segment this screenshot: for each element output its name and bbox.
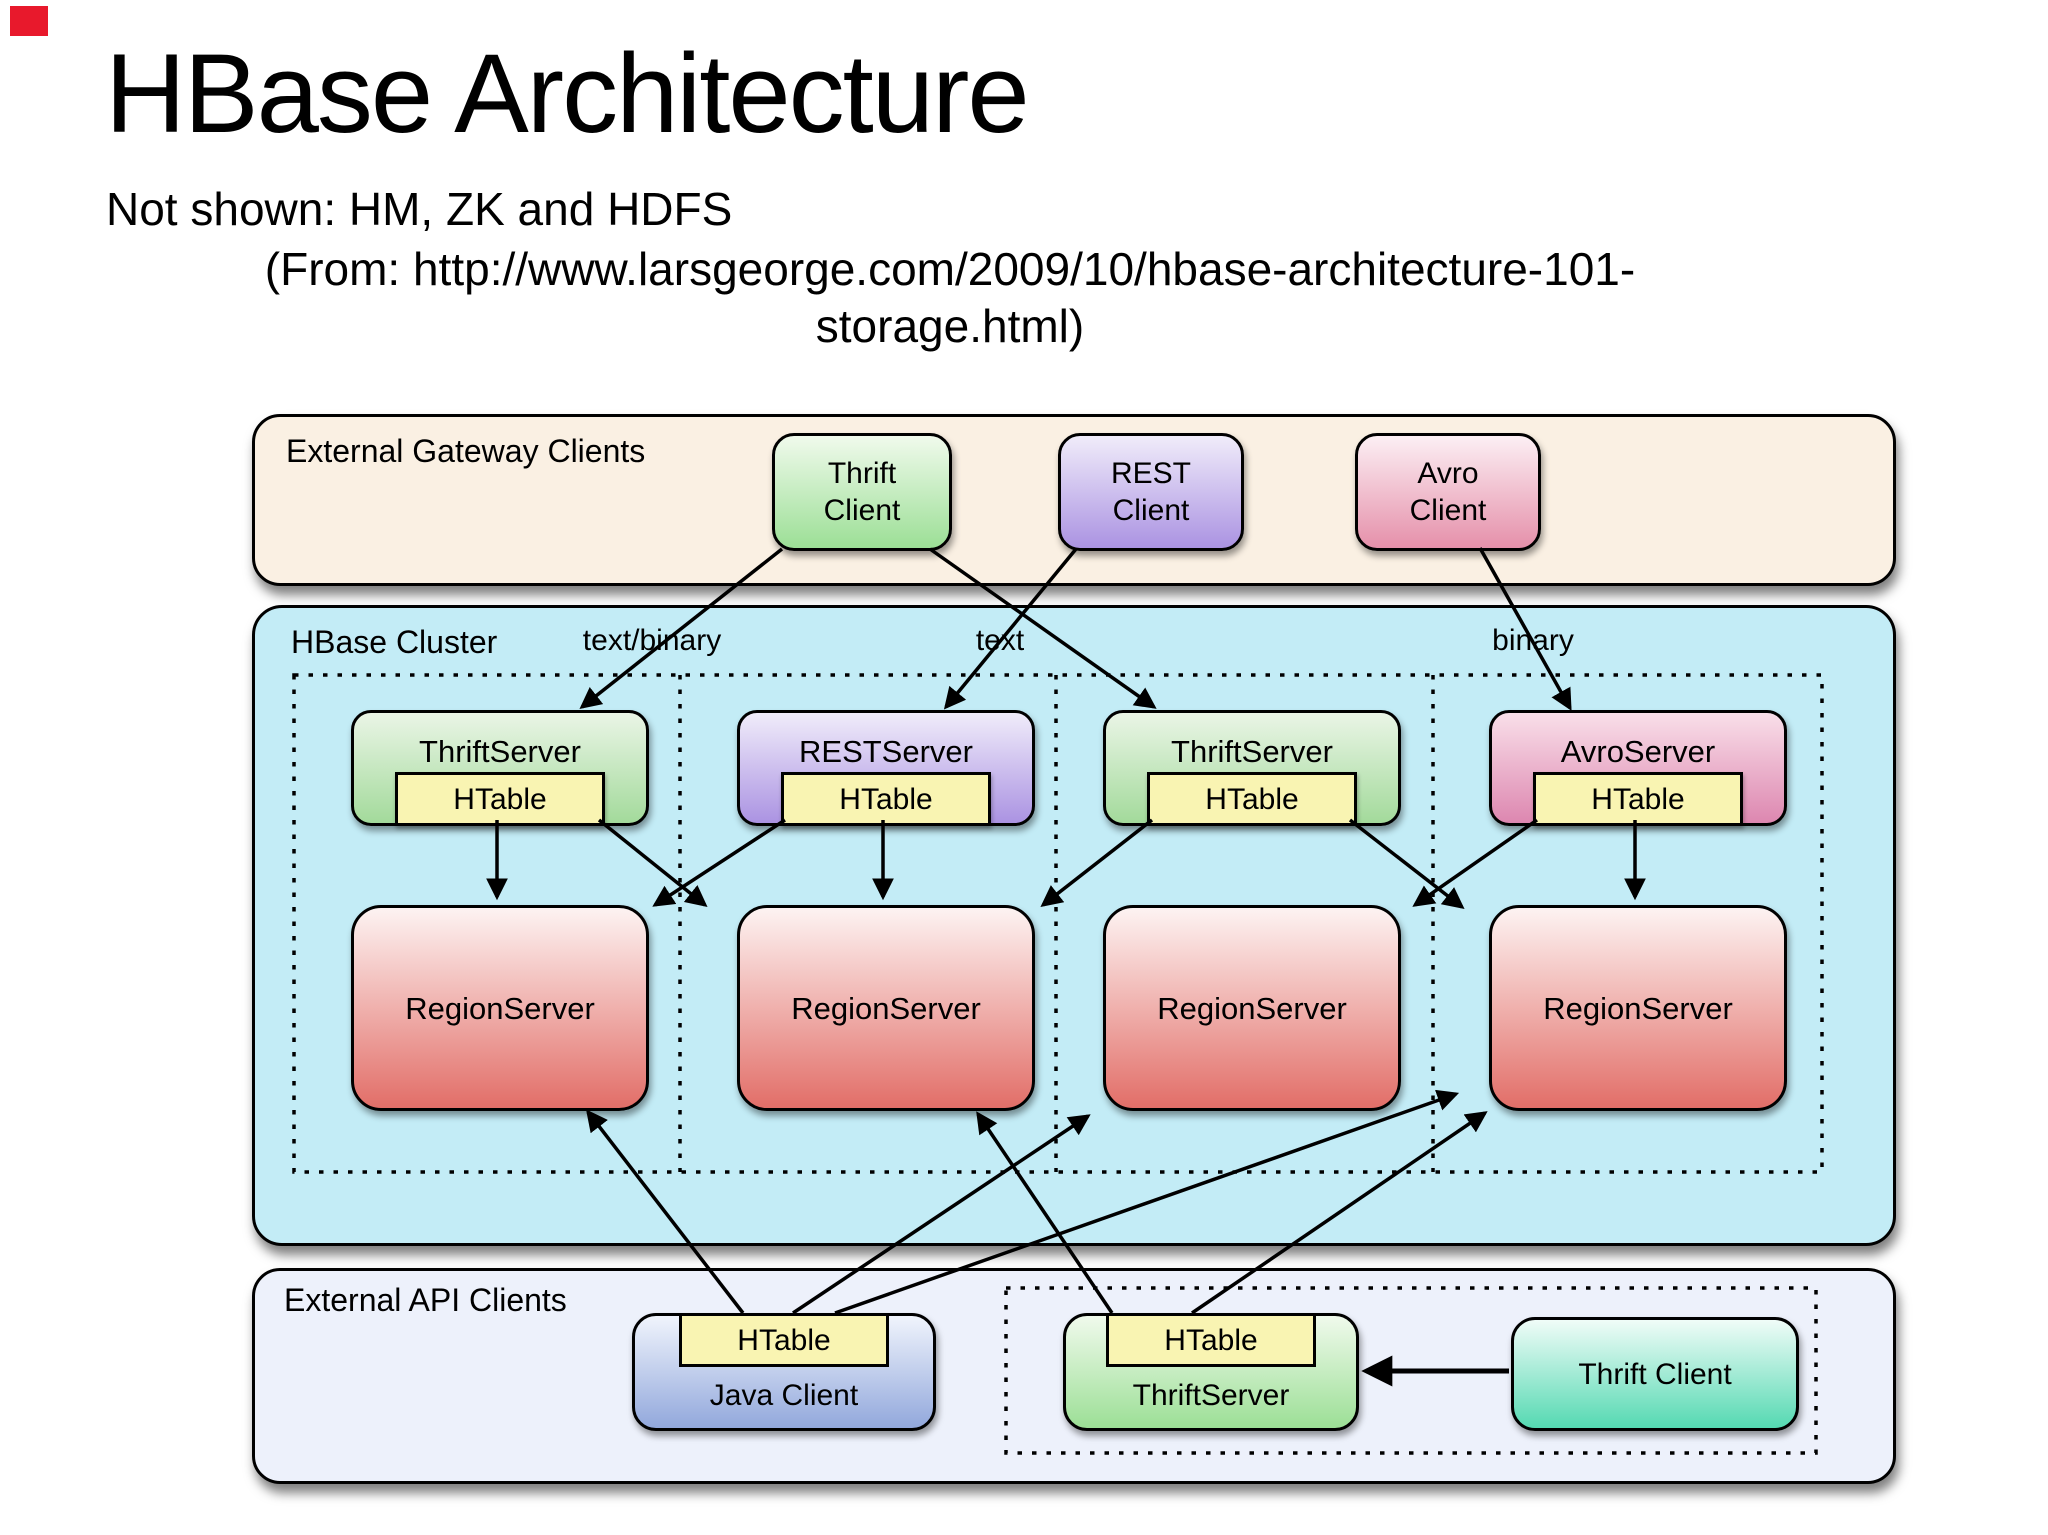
api-thrift-client-title: Thrift Client bbox=[1578, 1357, 1732, 1391]
gateway-panel-label: External Gateway Clients bbox=[286, 433, 646, 469]
htable-box: HTable bbox=[1147, 772, 1357, 826]
cluster-panel-label: HBase Cluster bbox=[291, 624, 498, 660]
htable-box: HTable bbox=[395, 772, 605, 826]
region-server-3-box: RegionServer bbox=[1103, 905, 1401, 1111]
java-client-title: Java Client bbox=[709, 1379, 859, 1412]
subtitle: Not shown: HM, ZK and HDFS bbox=[106, 183, 733, 235]
java-client-box: HTable Java Client bbox=[632, 1313, 936, 1431]
thrift-server-1-box: ThriftServer HTable bbox=[351, 710, 649, 826]
avro-client-box: Avro Client bbox=[1355, 433, 1541, 551]
thrift-server-1-title: ThriftServer bbox=[419, 734, 581, 769]
htable-box: HTable bbox=[1533, 772, 1743, 826]
api-thrift-server-title: ThriftServer bbox=[1132, 1379, 1290, 1412]
page-title: HBase Architecture bbox=[105, 31, 1030, 156]
thrift-client-label-line1: Thrift bbox=[827, 457, 897, 490]
thrift-server-2-title: ThriftServer bbox=[1171, 734, 1333, 769]
rest-server-title: RESTServer bbox=[799, 734, 973, 769]
thrift-server-2-box: ThriftServer HTable bbox=[1103, 710, 1401, 826]
region-server-2-box: RegionServer bbox=[737, 905, 1035, 1111]
source-url: (From: http://www.larsgeorge.com/2009/10… bbox=[230, 241, 1670, 355]
region-server-1-box: RegionServer bbox=[351, 905, 649, 1111]
rest-client-label-line2: Client bbox=[1112, 494, 1190, 527]
api-panel-label: External API Clients bbox=[284, 1282, 567, 1318]
thrift-client-box: Thrift Client bbox=[772, 433, 952, 551]
avro-server-box: AvroServer HTable bbox=[1489, 710, 1787, 826]
region-server-1-title: RegionServer bbox=[405, 990, 595, 1026]
source-url-line1: (From: http://www.larsgeorge.com/2009/10… bbox=[264, 243, 1636, 295]
flow-label-text-binary: text/binary bbox=[582, 624, 722, 657]
flow-label-binary: binary bbox=[1492, 624, 1574, 657]
avro-client-label-line2: Client bbox=[1409, 494, 1487, 527]
region-server-2-title: RegionServer bbox=[791, 990, 981, 1026]
avro-server-title: AvroServer bbox=[1560, 734, 1716, 769]
region-server-4-title: RegionServer bbox=[1543, 990, 1733, 1026]
region-server-3-title: RegionServer bbox=[1157, 990, 1347, 1026]
source-url-line2: storage.html) bbox=[815, 300, 1085, 352]
avro-client-label-line1: Avro bbox=[1417, 457, 1479, 490]
htable-box: HTable bbox=[679, 1313, 889, 1367]
htable-box: HTable bbox=[1106, 1313, 1316, 1367]
flow-label-text: text bbox=[975, 624, 1025, 657]
rest-client-label-line1: REST bbox=[1110, 457, 1191, 490]
rest-server-box: RESTServer HTable bbox=[737, 710, 1035, 826]
record-indicator bbox=[10, 6, 48, 36]
rest-client-box: REST Client bbox=[1058, 433, 1244, 551]
region-server-4-box: RegionServer bbox=[1489, 905, 1787, 1111]
api-thrift-server-box: HTable ThriftServer bbox=[1063, 1313, 1359, 1431]
api-thrift-client-box: Thrift Client bbox=[1511, 1317, 1799, 1431]
htable-box: HTable bbox=[781, 772, 991, 826]
thrift-client-label-line2: Client bbox=[823, 494, 901, 527]
